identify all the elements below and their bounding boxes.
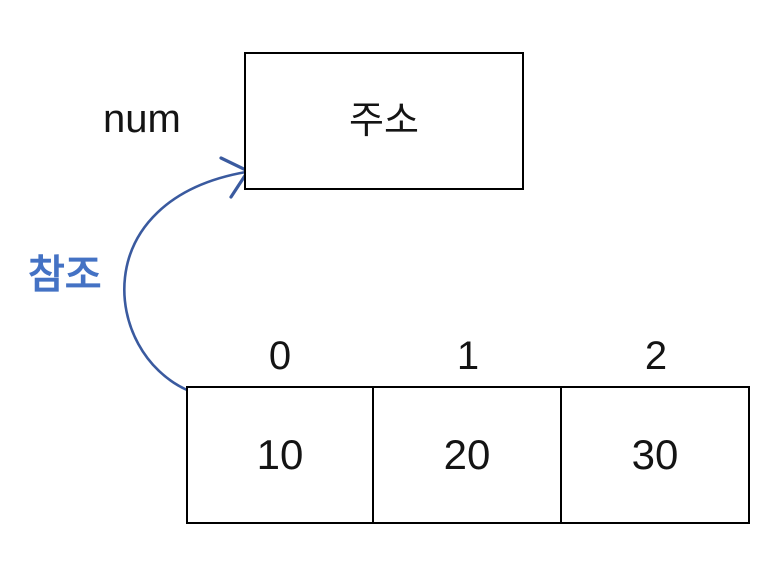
array-index-row: 0 1 2 [186, 334, 750, 378]
array-index-2: 2 [644, 334, 668, 378]
array-box: 10 20 30 [186, 386, 750, 524]
array-cell-1: 20 [374, 386, 562, 524]
array-cell-2: 30 [562, 386, 750, 524]
address-box-label: 주소 [349, 100, 419, 142]
array-value-1: 20 [443, 431, 491, 478]
reference-label: 참조 [28, 253, 102, 297]
array-index-0: 0 [268, 334, 292, 378]
array-value-2: 30 [631, 431, 679, 478]
address-box: 주소 [244, 52, 524, 190]
variable-label: num [103, 97, 181, 141]
array-cell-0: 10 [186, 386, 374, 524]
array-index-1: 1 [456, 334, 480, 378]
array-value-0: 10 [256, 431, 304, 478]
